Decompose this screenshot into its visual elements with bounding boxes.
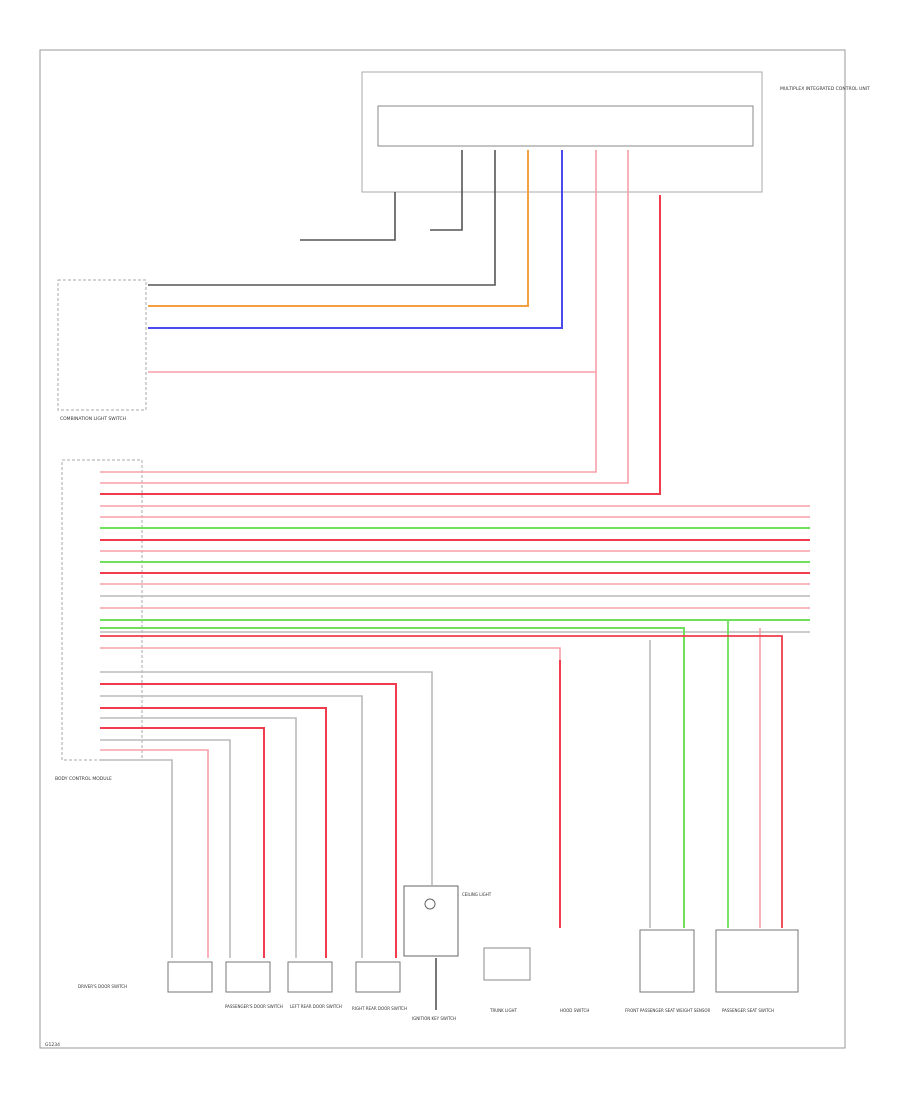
wire-group	[100, 150, 810, 1010]
control-unit-inner	[377, 105, 754, 147]
ceiling-light-box	[403, 885, 459, 957]
wire-low-gray-4	[100, 739, 231, 958]
door-switch-2-label: PASSENGER'S DOOR SWITCH	[225, 1004, 283, 1009]
wire-low-red-4	[100, 727, 265, 958]
wire-drop-green-2	[684, 619, 729, 928]
combination-switch-label: COMBINATION LIGHT SWITCH	[60, 416, 126, 422]
wire-top-black-1	[148, 150, 496, 286]
door-switch-4-label: RIGHT REAR DOOR SWITCH	[352, 1006, 407, 1011]
bcm-connector-block	[61, 459, 143, 761]
wire-top-orange	[148, 150, 529, 307]
ceiling-light-label: CEILING LIGHT	[462, 892, 492, 897]
door-switch-4-box	[355, 961, 401, 993]
diagram-frame	[39, 49, 846, 1049]
wire-drop-red-1	[100, 635, 783, 928]
wire-low-gray-2	[100, 695, 363, 958]
door-switch-3-box	[287, 961, 333, 993]
seat-sensor-box	[639, 929, 695, 993]
seat-sensor-label: FRONT PASSENGER SEAT WEIGHT SENSOR	[625, 1008, 711, 1013]
seat-switch-box	[715, 929, 799, 993]
door-switch-2-box	[225, 961, 271, 993]
combination-switch-outline	[57, 279, 147, 411]
footer-code: G1234	[45, 1042, 60, 1048]
trunk-light-box	[483, 947, 531, 981]
door-switch-3-label: LEFT REAR DOOR SWITCH	[290, 1004, 342, 1009]
wire-low-red-3	[100, 707, 327, 958]
seat-switch-label: PASSENGER SEAT SWITCH	[722, 1008, 774, 1013]
wire-low-gray-3	[100, 717, 297, 958]
wire-low-pink-2	[100, 749, 209, 958]
door-switch-1-label: DRIVER'S DOOR SWITCH	[78, 984, 127, 989]
control-unit-label: MULTIPLEX INTEGRATED CONTROL UNIT	[780, 86, 870, 92]
wire-low-gray-1	[100, 671, 433, 885]
wire-low-gray-5	[100, 759, 173, 958]
wire-top-black-3	[430, 150, 463, 231]
wire-top-blue	[148, 150, 563, 329]
wire-top-red	[100, 195, 661, 495]
wire-top-pink-2	[100, 372, 597, 473]
lamp-icon	[424, 898, 436, 910]
wire-top-black-2	[300, 192, 396, 241]
trunk-light-label: TRUNK LIGHT	[489, 1008, 518, 1013]
wire-drop-green-1	[100, 627, 685, 928]
wire-low-red-2	[100, 683, 397, 958]
bcm-label: BODY CONTROL MODULE	[55, 776, 112, 782]
wire-top-pink-3	[100, 150, 629, 484]
wire-low-pink-1	[100, 647, 561, 928]
key-switch-label: IGNITION KEY SWITCH	[412, 1016, 456, 1021]
door-switch-1-box	[167, 961, 213, 993]
hood-switch-label: HOOD SWITCH	[560, 1008, 589, 1013]
